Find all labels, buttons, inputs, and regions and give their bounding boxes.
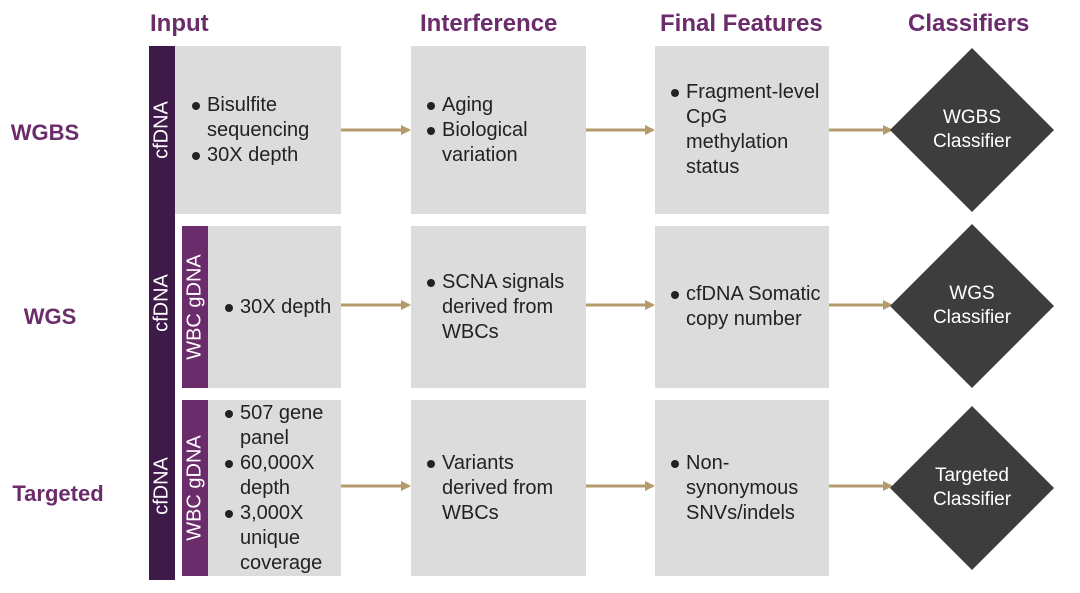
feature-item: Fragment-level CpG methylation status — [669, 80, 821, 180]
header-final-features: Final Features — [660, 10, 823, 37]
input-box-targeted: 507 gene panel 60,000X depth 3,000X uniq… — [208, 400, 341, 576]
classifier-diamond-wgs: WGS Classifier — [889, 223, 1055, 389]
interference-item: SCNA signals derived from WBCs — [425, 270, 580, 345]
classifier-diamond-targeted: Targeted Classifier — [889, 405, 1055, 571]
classifier-word: Classifier — [932, 307, 1012, 328]
interference-item: Biological variation — [425, 118, 586, 168]
feature-item: cfDNA Somatic copy number — [669, 282, 823, 332]
input-box-wgs: 30X depth — [208, 226, 341, 388]
row-label-wgbs: WGBS — [10, 120, 80, 145]
interference-item: Variants derived from WBCs — [425, 451, 580, 526]
input-item: 507 gene panel — [223, 401, 337, 451]
interference-box-targeted: Variants derived from WBCs — [411, 400, 586, 576]
input-item: 30X depth — [190, 143, 341, 168]
interference-item: Aging — [425, 93, 586, 118]
cfdna-bar-targeted: cfDNA — [149, 392, 175, 580]
wbc-gdna-bar-targeted: WBC gDNA — [182, 400, 208, 576]
input-item: 3,000X unique coverage — [223, 501, 337, 576]
classifier-diamond-wgbs: WGBS Classifier — [889, 47, 1055, 213]
feature-box-wgs: cfDNA Somatic copy number — [655, 226, 829, 388]
feature-item: Non-synonymous SNVs/indels — [669, 451, 821, 526]
row-label-targeted: Targeted — [12, 481, 104, 506]
cfdna-bar-wgs: cfDNA — [149, 214, 175, 392]
feature-box-wgbs: Fragment-level CpG methylation status — [655, 46, 829, 214]
input-item: 30X depth — [223, 295, 331, 320]
header-input: Input — [150, 10, 209, 37]
classifier-name: Targeted — [935, 465, 1009, 486]
classifier-word: Classifier — [932, 489, 1012, 510]
classifier-name: WGBS — [942, 107, 1002, 128]
input-item: Bisulfite sequencing — [190, 93, 341, 143]
input-item: 60,000X depth — [223, 451, 337, 501]
cfdna-bar-wgbs: cfDNA — [149, 46, 175, 214]
interference-box-wgbs: Aging Biological variation — [411, 46, 586, 214]
classifier-word: Classifier — [932, 131, 1012, 152]
classifier-name: WGS — [949, 283, 995, 304]
input-box-wgbs: Bisulfite sequencing 30X depth — [175, 46, 341, 214]
header-interference: Interference — [420, 10, 558, 37]
wbc-gdna-bar-wgs: WBC gDNA — [182, 226, 208, 388]
header-classifiers: Classifiers — [908, 10, 1030, 37]
interference-box-wgs: SCNA signals derived from WBCs — [411, 226, 586, 388]
feature-box-targeted: Non-synonymous SNVs/indels — [655, 400, 829, 576]
row-label-wgs: WGS — [23, 304, 77, 329]
